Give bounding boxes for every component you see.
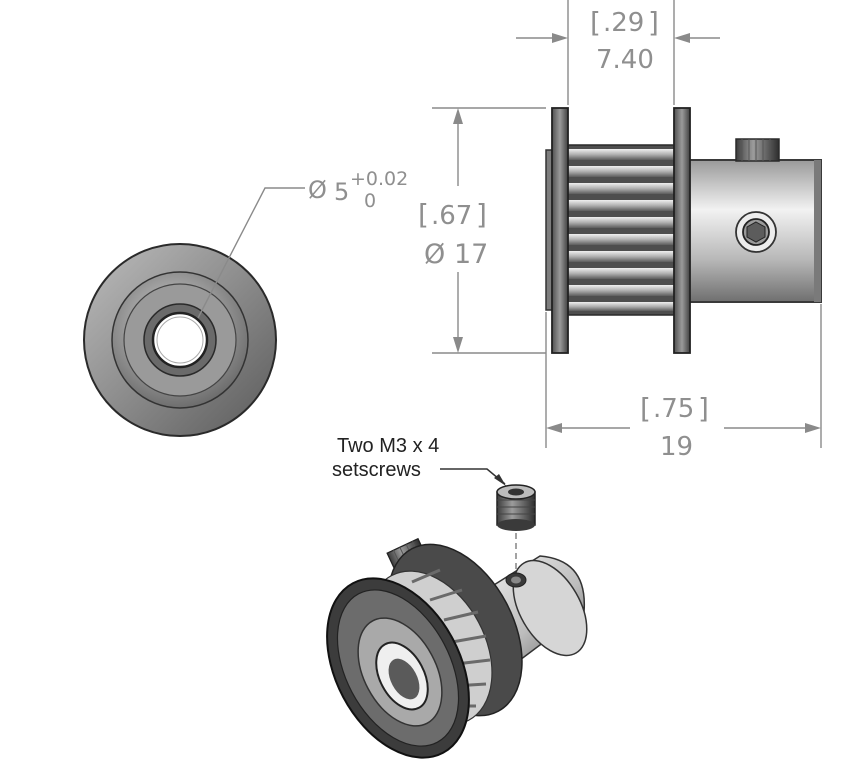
isometric-view: [326, 537, 588, 759]
callout-line1: Two M3 x 4: [337, 435, 439, 457]
setscrew-part: [496, 484, 536, 531]
side-view: [545, 107, 822, 354]
callout-leader-line: [440, 468, 506, 485]
flange-width-inch: .29: [603, 8, 644, 38]
bore-tol-upper: +0.02: [350, 168, 408, 190]
diameter-mm: 17: [454, 239, 488, 270]
bore-tol-lower: 0: [364, 190, 376, 212]
diameter-symbol: Ø: [424, 239, 445, 270]
flange-width-bracket-right: ]: [648, 6, 659, 39]
length-bracket-right: ]: [698, 392, 709, 425]
length-bracket-left: [: [640, 392, 651, 425]
diameter-bracket-right: ]: [476, 198, 487, 231]
pulley-teeth: [568, 149, 674, 311]
flange-width-mm: 7.40: [596, 45, 654, 75]
front-view: [83, 243, 277, 437]
length-mm: 19: [660, 432, 693, 462]
bore-nominal: 5: [334, 178, 349, 206]
bore-diameter-symbol: Ø: [308, 176, 327, 204]
diameter-bracket-left: [: [418, 198, 429, 231]
callout-line2: setscrews: [332, 459, 421, 481]
length-inch: .75: [653, 394, 694, 424]
flange-width-bracket-left: [: [590, 6, 601, 39]
diameter-inch: .67: [431, 201, 472, 231]
bore-leader-line: [197, 187, 305, 319]
